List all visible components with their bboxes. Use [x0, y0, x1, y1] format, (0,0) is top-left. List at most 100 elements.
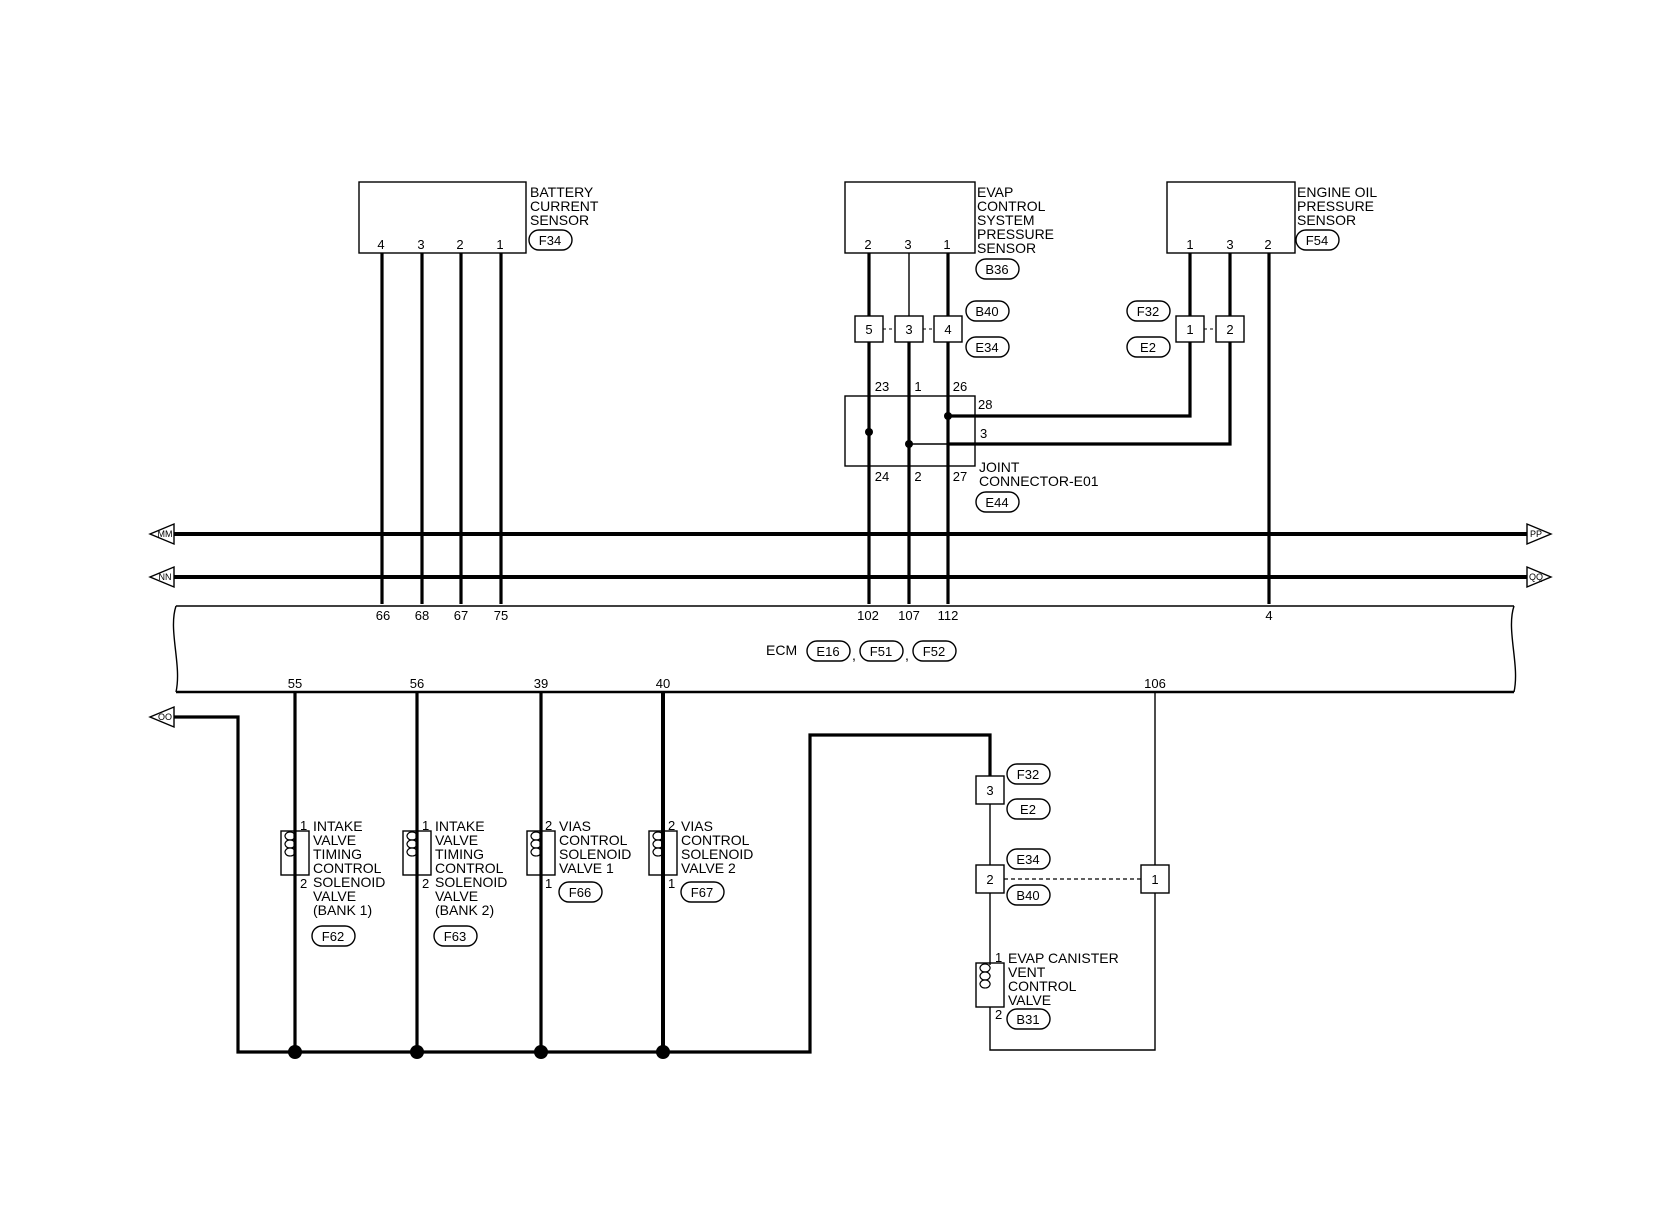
pin: 4 — [377, 237, 384, 252]
pin: 2 — [1226, 322, 1233, 337]
pin: 67 — [454, 608, 468, 623]
connector-tag-label: F66 — [569, 885, 591, 900]
separator: , — [905, 647, 909, 663]
joint-connector: 23 1 26 24 2 27 28 3 JOINT CONNECTOR-E01… — [844, 342, 1099, 604]
component-label: EVAP CANISTER — [1008, 950, 1119, 966]
pin: 26 — [953, 379, 967, 394]
pin: 2 — [914, 469, 921, 484]
connector-tag — [1006, 848, 1051, 870]
pin: 5 — [865, 322, 872, 337]
connector-tag — [1006, 798, 1051, 820]
connector-tag — [1295, 229, 1340, 251]
pin: 1 — [914, 379, 921, 394]
component-label: VIAS — [681, 818, 713, 834]
component-label: VALVE — [435, 832, 478, 848]
pin: 2 — [986, 872, 993, 887]
canister-vent-circuit: 3 F32 E2 2 E34 B40 1 1 2 EVAP CANISTER V… — [975, 692, 1170, 1051]
connector-tag-label: B40 — [1016, 888, 1039, 903]
pin: 2 — [422, 876, 429, 891]
pin: 107 — [898, 608, 920, 623]
separator: , — [852, 647, 856, 663]
component-label: VALVE 1 — [559, 860, 614, 876]
pin: 3 — [986, 783, 993, 798]
component-label: TIMING — [435, 846, 484, 862]
connector-tag — [311, 925, 356, 947]
pin: 40 — [656, 676, 670, 691]
component-label: INTAKE — [313, 818, 363, 834]
connector-tag-label: B36 — [985, 262, 1008, 277]
component-label: SOLENOID — [681, 846, 753, 862]
bus-label: NN — [159, 572, 172, 582]
pin: 1 — [300, 818, 307, 833]
connector-tag-label: F54 — [1306, 233, 1328, 248]
pin: 1 — [496, 237, 503, 252]
bus-label: MM — [158, 529, 173, 539]
inline-connector — [975, 864, 1005, 894]
ecm: 66 68 67 75 102 107 112 4 ECM E16 , F51 … — [172, 605, 1517, 694]
component-label: VALVE — [1008, 992, 1051, 1008]
pin: 1 — [668, 876, 675, 891]
component-label: SENSOR — [977, 240, 1036, 256]
coil-icon — [648, 830, 678, 876]
pin: 1 — [943, 237, 950, 252]
component-label: CURRENT — [530, 198, 599, 214]
pin: 2 — [668, 818, 675, 833]
component-label: CONTROL — [977, 198, 1046, 214]
ecm-label: ECM — [766, 642, 797, 658]
connector-tag-label: F62 — [322, 929, 344, 944]
connector-tag-label: F34 — [539, 233, 561, 248]
pin: 2 — [456, 237, 463, 252]
pin: 2 — [545, 818, 552, 833]
pin: 1 — [545, 876, 552, 891]
component-label: VALVE — [313, 888, 356, 904]
coil-icon — [402, 830, 432, 876]
coil-icon — [526, 830, 556, 876]
component-label: (BANK 2) — [435, 902, 494, 918]
component-label: ENGINE OIL — [1297, 184, 1377, 200]
coil-icon — [975, 962, 1005, 1008]
pin: 106 — [1144, 676, 1166, 691]
component-label: INTAKE — [435, 818, 485, 834]
ivt-bank1-solenoid: 1 2 INTAKE VALVE TIMING CONTROL SOLENOID… — [280, 818, 385, 947]
connector-tag — [912, 640, 957, 662]
pin: 2 — [300, 876, 307, 891]
connector-tag — [1126, 300, 1171, 322]
bus-label: OO — [158, 712, 172, 722]
engine-oil-pressure-sensor: 1 3 2 ENGINE OIL PRESSURE SENSOR F54 — [1166, 181, 1377, 254]
pin: 2 — [864, 237, 871, 252]
connector-tag — [1006, 763, 1051, 785]
evap-pressure-sensor: 2 3 1 EVAP CONTROL SYSTEM PRESSURE SENSO… — [844, 181, 1054, 280]
connector-tag-label: E34 — [975, 340, 998, 355]
vias2-solenoid: 2 1 VIAS CONTROL SOLENOID VALVE 2 F67 — [648, 818, 753, 903]
pin: 112 — [938, 608, 959, 623]
pin: 24 — [875, 469, 889, 484]
bus-arrow-left — [148, 565, 175, 589]
component-label: SOLENOID — [559, 846, 631, 862]
bus-arrow-right — [1526, 565, 1553, 589]
component-label: CONTROL — [681, 832, 750, 848]
connector-tag-label: F32 — [1017, 767, 1039, 782]
component-label: CONTROL — [435, 860, 504, 876]
pin: 4 — [1265, 608, 1272, 623]
pin: 55 — [288, 676, 302, 691]
component-label: JOINT — [979, 459, 1020, 475]
connector-tag — [433, 925, 478, 947]
component-label: VALVE — [435, 888, 478, 904]
coil-icon — [280, 830, 310, 876]
component-label: CONTROL — [313, 860, 382, 876]
connector-tag-label: B31 — [1016, 1012, 1039, 1027]
pin: 3 — [980, 426, 987, 441]
component-label: SOLENOID — [313, 874, 385, 890]
pin: 28 — [978, 397, 992, 412]
component-label: PRESSURE — [977, 226, 1054, 242]
pin: 56 — [410, 676, 424, 691]
component-label: VALVE 2 — [681, 860, 736, 876]
connector-tag — [1006, 884, 1051, 906]
bus-label: PP — [1530, 529, 1542, 539]
connector-tag-label: F63 — [444, 929, 466, 944]
pin: 1 — [995, 950, 1002, 965]
connector-tag-label: F32 — [1137, 304, 1159, 319]
connector-tag — [975, 258, 1020, 280]
connector-tag — [1006, 1008, 1051, 1030]
connector-tag — [965, 300, 1010, 322]
